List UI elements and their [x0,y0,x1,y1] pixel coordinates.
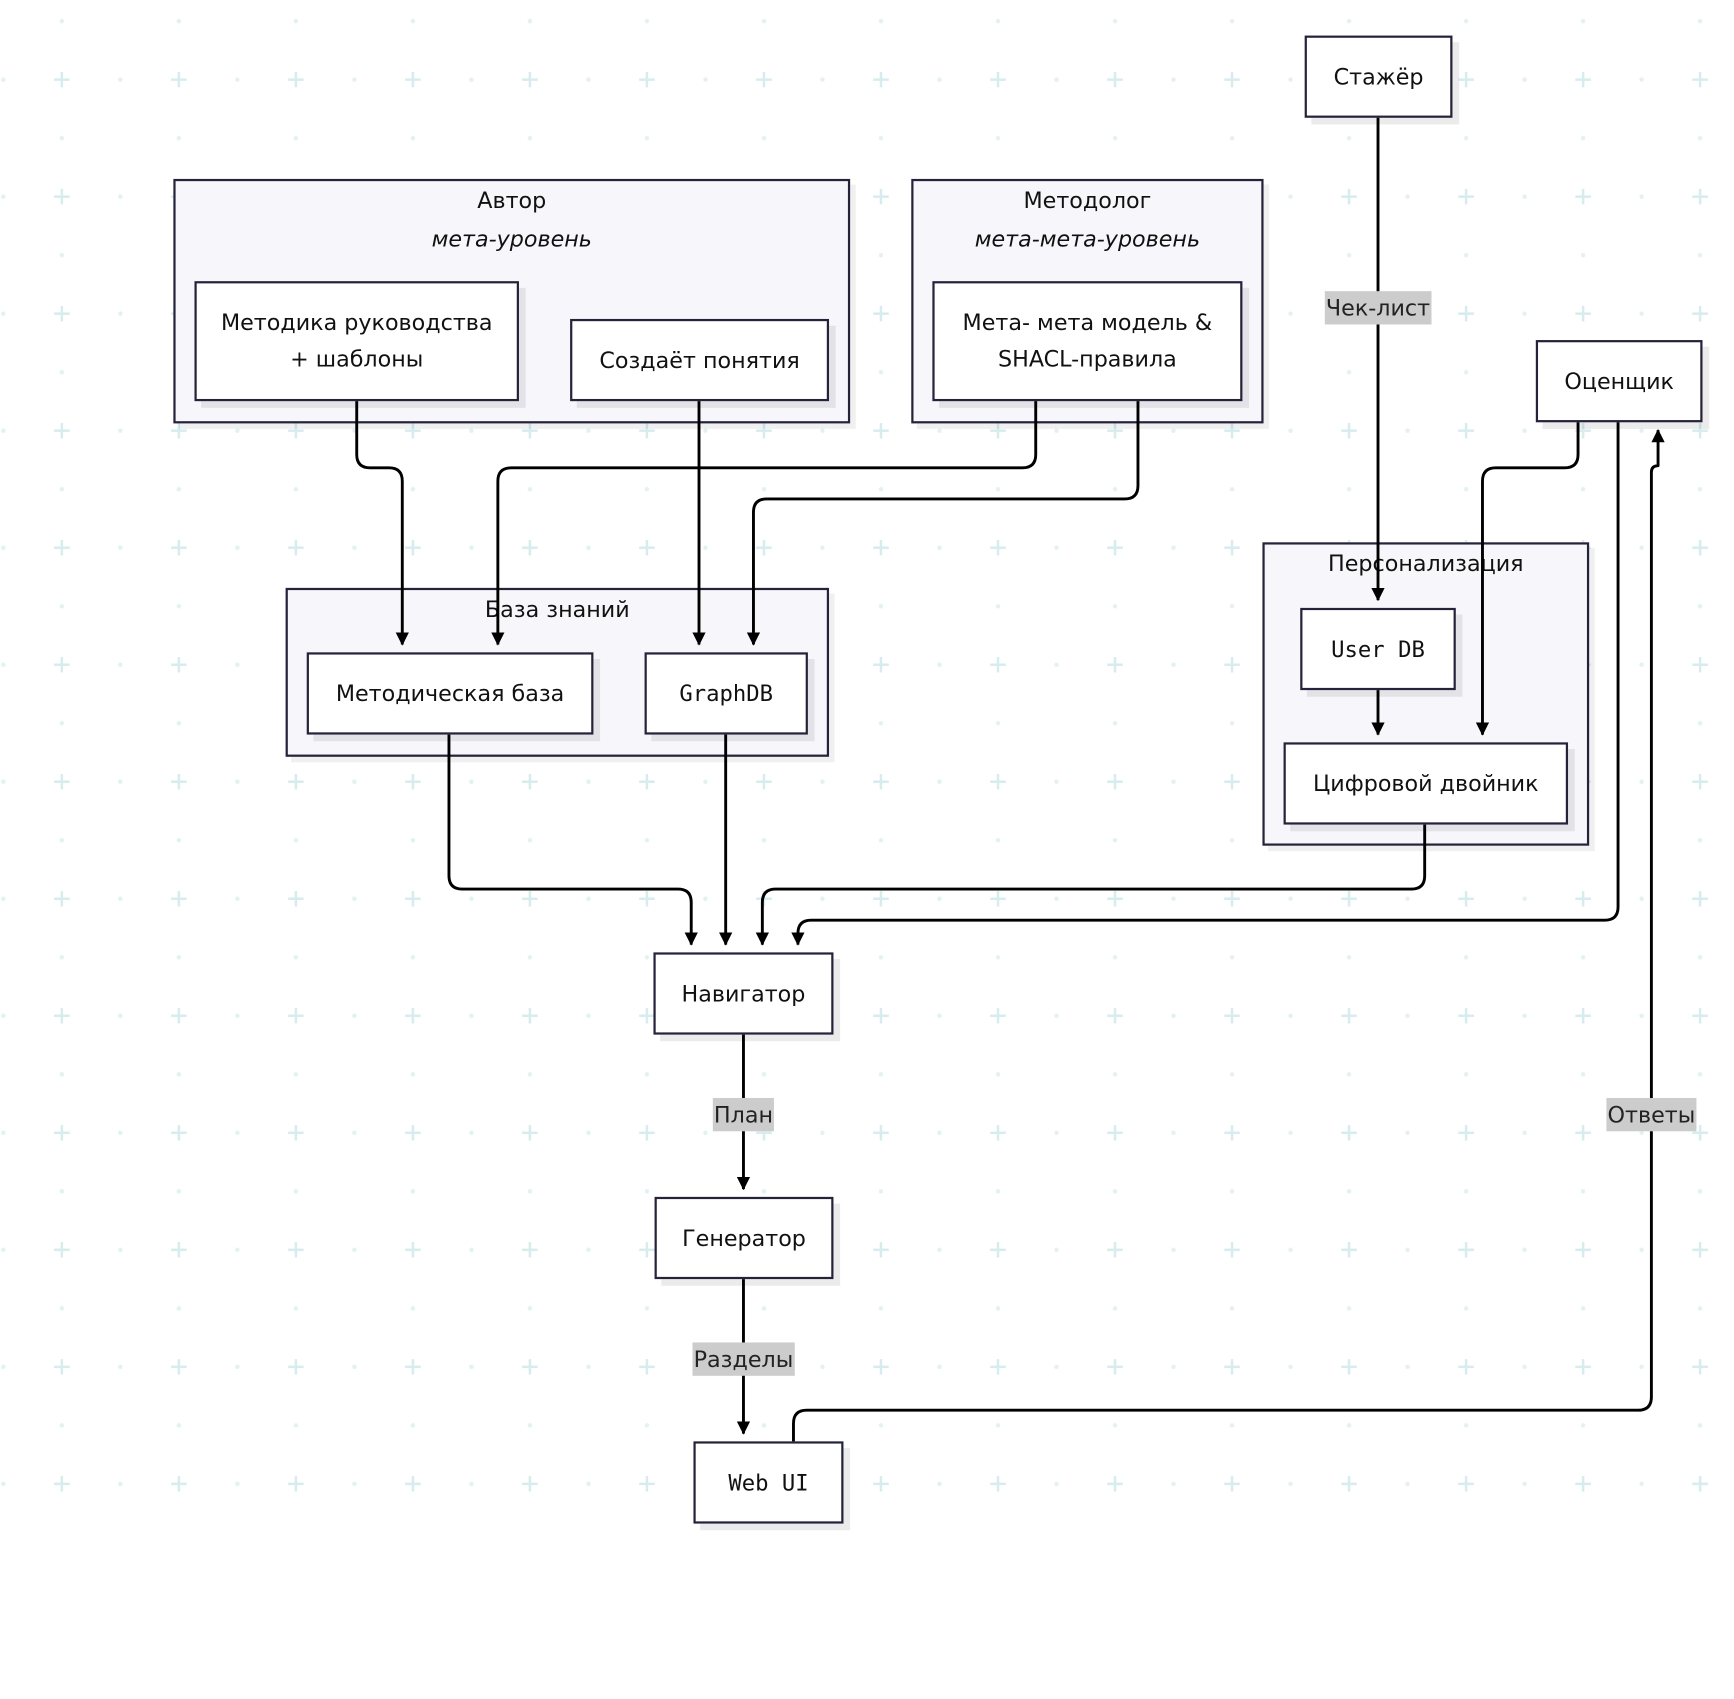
node-navigator-label: Навигатор [681,979,806,1007]
node-methodology-templates[interactable]: Методика руководства + шаблоны [194,281,519,402]
edge-label-plan: План [712,1097,775,1132]
node-web-ui[interactable]: Web UI [693,1441,844,1524]
edge-methodical-base-to-navigator [447,734,698,946]
node-user-db[interactable]: User DB [1300,607,1456,691]
node-user-db-label: User DB [1331,635,1425,662]
node-graphdb-label: GraphDB [679,679,774,707]
edge-meta-model-to-graphdb [746,401,1140,646]
node-meta-model-line1: Мета- мета модель & [962,308,1213,336]
node-evaluator[interactable]: Оценщик [1535,340,1703,423]
cluster-author-title: Автор [477,186,547,214]
edge-methodology-to-methodical-base [355,401,409,646]
node-methodical-base[interactable]: Методическая база [306,652,594,735]
node-creates-concepts[interactable]: Создаёт понятия [570,318,830,402]
node-digital-twin-label: Цифровой двойник [1313,769,1539,797]
edge-web-ui-to-evaluator [792,428,1665,1442]
edge-label-sections: Разделы [692,1342,795,1376]
edge-meta-model-to-methodical-base [491,401,1038,646]
edge-evaluator-to-digital-twin [1475,422,1580,736]
node-navigator[interactable]: Навигатор [653,952,834,1035]
node-digital-twin[interactable]: Цифровой двойник [1283,742,1569,825]
node-meta-model-line2: SHACL-правила [997,345,1177,373]
edge-evaluator-to-navigator [791,422,1620,946]
node-intern-label: Стажёр [1333,62,1424,90]
node-methodical-base-label: Методическая база [335,679,565,707]
edge-label-answers: Ответы [1606,1097,1697,1132]
node-web-ui-label: Web UI [728,1468,809,1496]
cluster-methodologist-title: Методолог [1023,186,1152,214]
node-generator[interactable]: Генератор [654,1196,834,1280]
node-intern[interactable]: Стажёр [1304,35,1453,118]
cluster-knowledge-base-title: База знаний [484,595,630,623]
cluster-methodologist-subtitle: мета-мета-уровень [974,225,1201,253]
edge-label-checklist: Чек-лист [1324,291,1432,325]
node-meta-model-shacl[interactable]: Мета- мета модель & SHACL-правила [932,281,1243,402]
cluster-author-subtitle: мета-уровень [431,225,592,253]
node-generator-label: Генератор [682,1224,806,1251]
edge-digital-twin-to-navigator [755,824,1427,946]
node-evaluator-label: Оценщик [1564,367,1674,394]
cluster-personalization-title: Персонализация [1328,550,1524,577]
node-creates-concepts-label: Создаёт понятия [599,346,800,373]
node-methodology-line2: + шаблоны [290,345,424,373]
edges-layer [355,117,1665,1442]
node-graphdb[interactable]: GraphDB [644,652,808,735]
node-methodology-line1: Методика руководства [220,308,493,336]
